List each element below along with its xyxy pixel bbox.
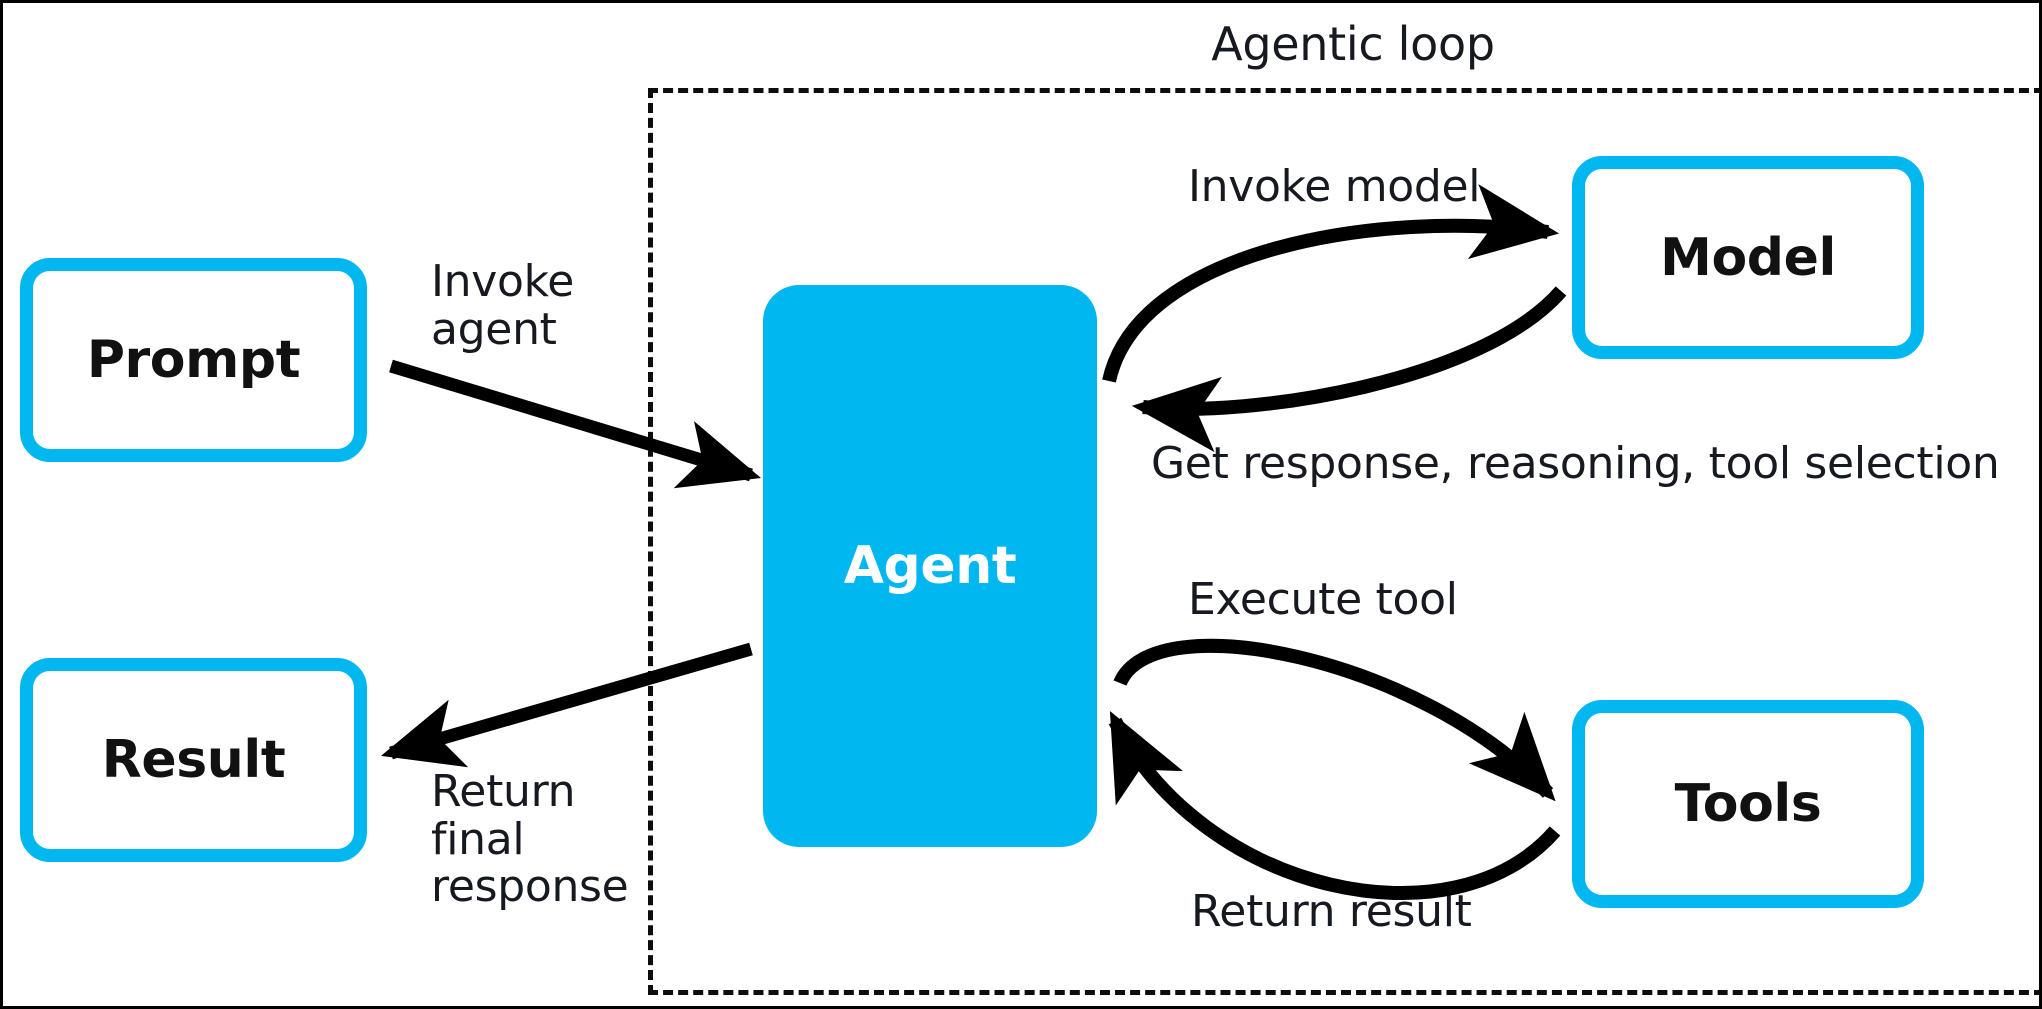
agentic-loop-boundary	[648, 88, 2039, 995]
node-prompt[interactable]: Prompt	[20, 258, 367, 462]
edge-label-return-final-line2: final	[431, 813, 525, 865]
node-tools-label: Tools	[1674, 774, 1822, 834]
node-result-label: Result	[101, 730, 286, 790]
node-model-label: Model	[1660, 227, 1836, 288]
edge-label-return-final-line1: Return	[431, 766, 576, 817]
node-prompt-label: Prompt	[86, 330, 301, 390]
node-tools[interactable]: Tools	[1572, 700, 1924, 908]
node-agent[interactable]: Agent	[763, 285, 1097, 847]
agentic-loop-title: Agentic loop	[1211, 17, 1495, 71]
edge-label-return-final-response: Return final response	[431, 768, 661, 911]
node-model[interactable]: Model	[1572, 156, 1924, 359]
edge-label-invoke-agent: Invoke agent	[431, 258, 661, 353]
edge-label-execute-tool: Execute tool	[1188, 574, 1458, 625]
edge-label-return-result: Return result	[1191, 886, 1472, 937]
edge-label-invoke-model: Invoke model	[1188, 161, 1481, 212]
edge-label-invoke-agent-line1: Invoke	[431, 256, 575, 307]
edge-label-return-final-line3: response	[431, 861, 629, 913]
edge-label-get-response: Get response, reasoning, tool selection	[1151, 438, 2000, 489]
node-agent-label: Agent	[843, 536, 1017, 596]
node-result[interactable]: Result	[20, 658, 367, 862]
edge-label-invoke-agent-line2: agent	[431, 303, 557, 355]
